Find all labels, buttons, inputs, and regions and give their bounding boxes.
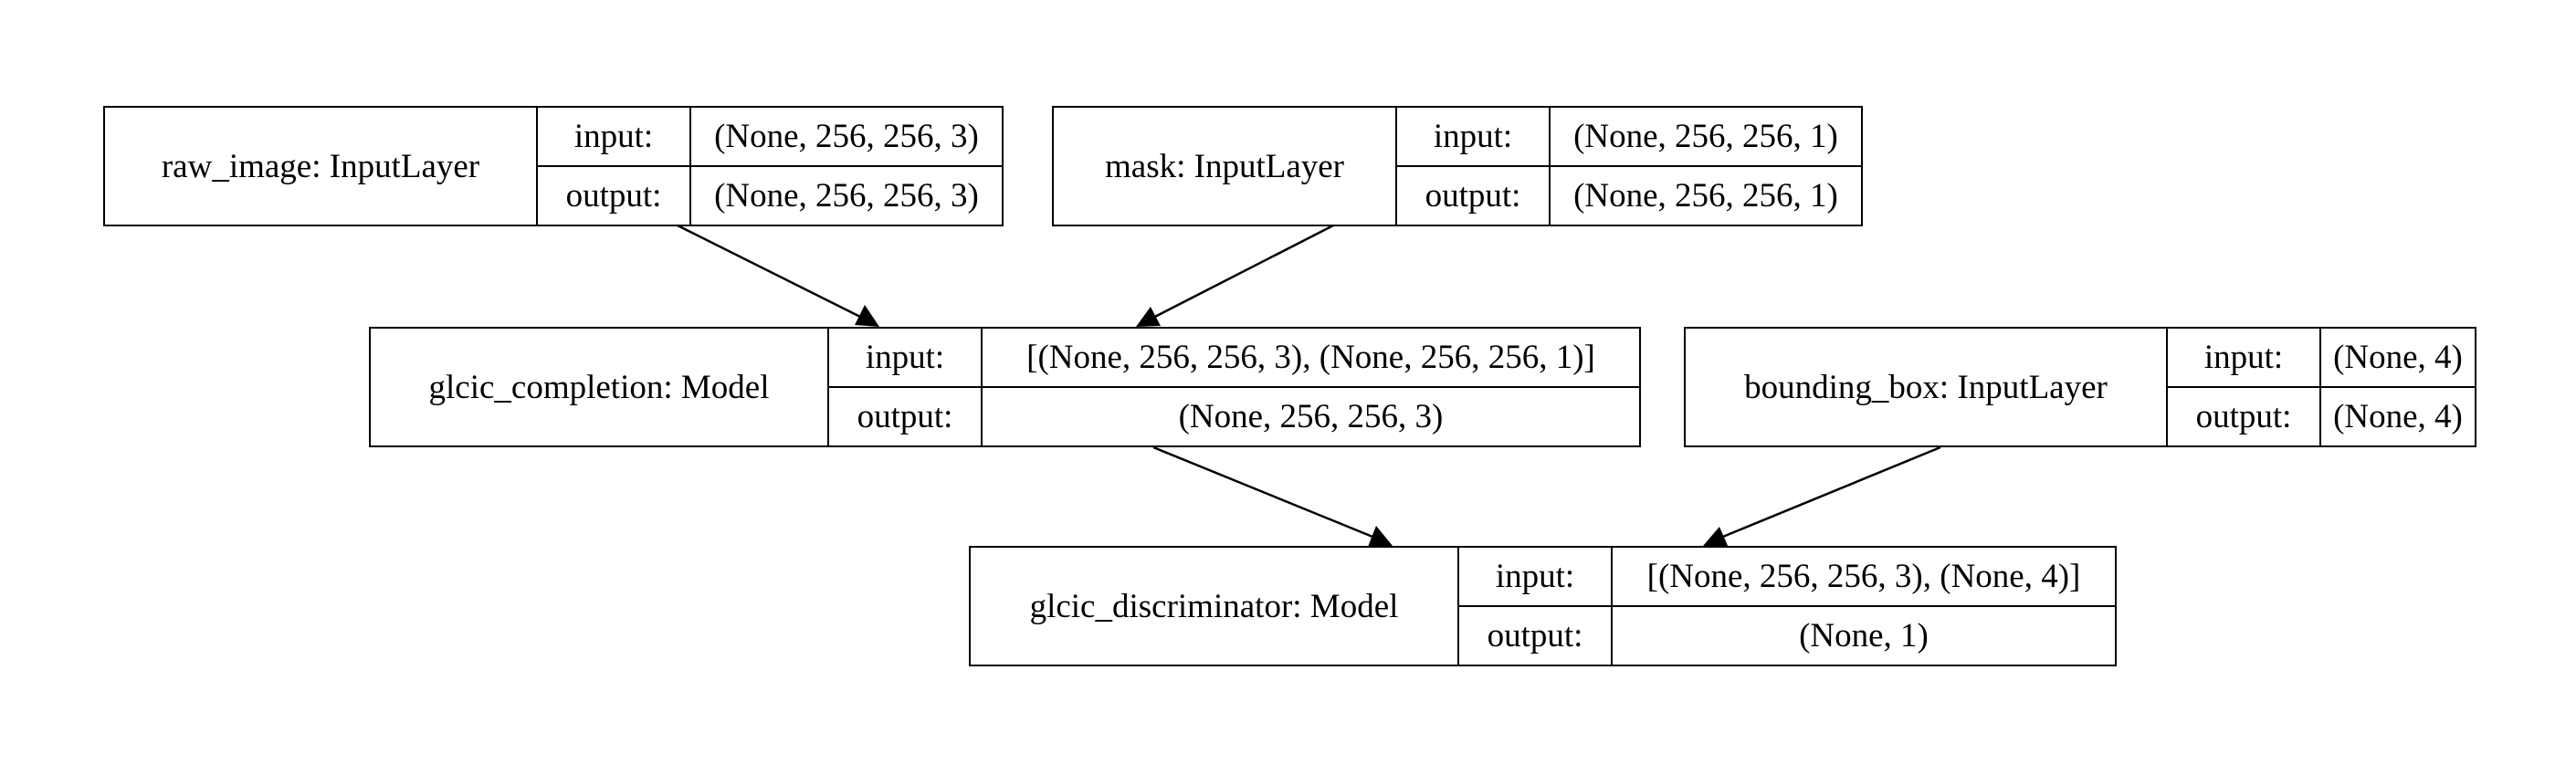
output-row: output: (None, 1)	[1459, 605, 2115, 665]
arrowhead-mask-to-completion	[1136, 307, 1161, 327]
output-label: output:	[2168, 388, 2321, 445]
arrowhead-bounding-box-to-discriminator	[1703, 527, 1729, 548]
node-title: bounding_box: InputLayer	[1686, 329, 2168, 445]
node-title: mask: InputLayer	[1054, 108, 1397, 225]
edge-bounding-box-to-discriminator	[1713, 445, 1941, 542]
input-row: input: (None, 256, 256, 1)	[1397, 108, 1861, 165]
node-title: glcic_completion: Model	[371, 329, 829, 445]
edge-completion-to-discriminator	[1152, 445, 1383, 542]
output-row: output: (None, 256, 256, 3)	[538, 165, 1002, 225]
output-label: output:	[538, 167, 691, 225]
output-row: output: (None, 256, 256, 1)	[1397, 165, 1861, 225]
node-title: glcic_discriminator: Model	[971, 548, 1459, 665]
node-io-table: input: [(None, 256, 256, 3), (None, 4)] …	[1459, 548, 2115, 665]
output-label: output:	[1397, 167, 1551, 225]
edge-raw-image-to-completion	[675, 223, 870, 323]
output-label: output:	[1459, 607, 1613, 665]
node-glcic-discriminator[interactable]: glcic_discriminator: Model input: [(None…	[969, 546, 2117, 666]
input-shape: (None, 256, 256, 3)	[714, 118, 979, 155]
input-label: input:	[1397, 108, 1551, 165]
output-shape: (None, 256, 256, 3)	[1178, 398, 1444, 435]
input-label: input:	[829, 329, 983, 386]
input-shape: (None, 256, 256, 1)	[1573, 118, 1838, 155]
output-row: output: (None, 4)	[2168, 386, 2475, 445]
input-row: input: [(None, 256, 256, 3), (None, 4)]	[1459, 548, 2115, 605]
input-row: input: (None, 4)	[2168, 329, 2475, 386]
node-io-table: input: (None, 256, 256, 1) output: (None…	[1397, 108, 1861, 225]
input-label: input:	[2168, 329, 2321, 386]
input-shape: (None, 4)	[2333, 339, 2463, 376]
node-io-table: input: (None, 4) output: (None, 4)	[2168, 329, 2475, 445]
node-io-table: input: [(None, 256, 256, 3), (None, 256,…	[829, 329, 1639, 445]
output-shape: (None, 4)	[2333, 398, 2463, 435]
arrowhead-completion-to-discriminator	[1368, 526, 1393, 547]
output-shape: (None, 256, 256, 3)	[714, 177, 979, 215]
node-title: raw_image: InputLayer	[105, 108, 538, 225]
output-shape: (None, 1)	[1799, 617, 1929, 655]
output-label: output:	[829, 388, 983, 445]
input-label: input:	[1459, 548, 1613, 605]
input-label: input:	[538, 108, 691, 165]
node-mask[interactable]: mask: InputLayer input: (None, 256, 256,…	[1052, 106, 1863, 226]
output-row: output: (None, 256, 256, 3)	[829, 386, 1639, 445]
input-row: input: [(None, 256, 256, 3), (None, 256,…	[829, 329, 1639, 386]
node-bounding-box[interactable]: bounding_box: InputLayer input: (None, 4…	[1684, 327, 2476, 447]
node-io-table: input: (None, 256, 256, 3) output: (None…	[538, 108, 1002, 225]
node-glcic-completion[interactable]: glcic_completion: Model input: [(None, 2…	[369, 327, 1641, 447]
input-shape: [(None, 256, 256, 3), (None, 256, 256, 1…	[1026, 339, 1595, 376]
input-row: input: (None, 256, 256, 3)	[538, 108, 1002, 165]
input-shape: [(None, 256, 256, 3), (None, 4)]	[1646, 558, 2081, 595]
arrowhead-raw-image-to-completion	[855, 305, 879, 327]
output-shape: (None, 256, 256, 1)	[1573, 177, 1838, 215]
edge-mask-to-completion	[1145, 223, 1336, 323]
node-raw-image[interactable]: raw_image: InputLayer input: (None, 256,…	[103, 106, 1004, 226]
